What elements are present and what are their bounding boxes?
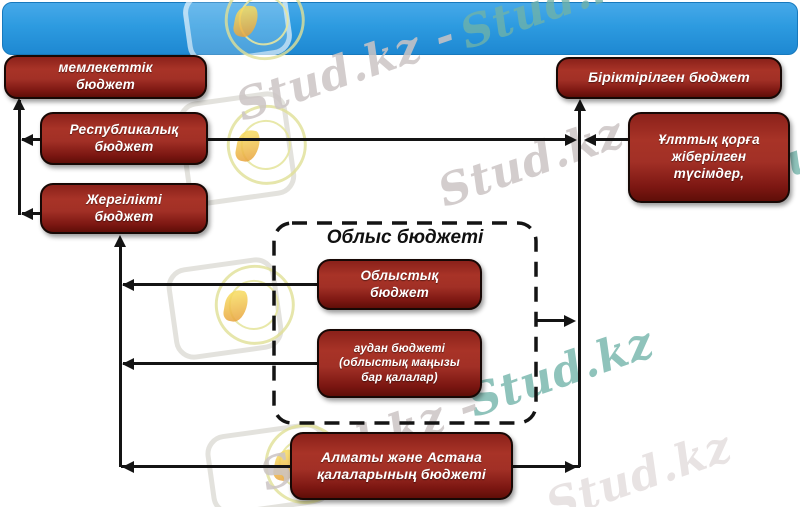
header-bar: [2, 2, 798, 55]
connector-left-vertical: [18, 100, 21, 215]
node-republican-budget: Республикалық бюджет: [40, 112, 208, 165]
arrowhead-up-to-local-budget: [114, 235, 126, 247]
connector-middle-vertical: [119, 245, 122, 467]
studkz-text-watermark: Stud.kz: [461, 316, 661, 428]
arrowhead-right: [565, 461, 577, 473]
node-district-budget: аудан бюджеті (облыстық маңызы бар қалал…: [317, 329, 482, 398]
node-local-budget: Жергілікті бюджет: [40, 183, 208, 234]
connector-group-to-right: [537, 319, 564, 322]
arrowhead-left: [122, 461, 134, 473]
connector-fund-to-right: [596, 138, 628, 141]
node-national-fund-receipts: Ұлттық қорға жіберілген түсімдер,: [628, 112, 790, 203]
arrowhead-left: [21, 208, 33, 220]
node-oblast-budget: Облыстық бюджет: [317, 259, 482, 310]
arrowhead-up-to-state-budget: [13, 98, 25, 110]
connector-oblast-to-middle: [123, 283, 317, 286]
arrowhead-up-to-consolidated-budget: [574, 99, 586, 111]
arrowhead-right: [565, 134, 577, 146]
connector-district-to-middle: [123, 362, 317, 365]
node-almaty-astana-budget: Алматы және Астана қалаларының бюджеті: [290, 432, 513, 500]
node-consolidated-budget: Біріктірілген бюджет: [556, 57, 782, 99]
arrowhead-left: [584, 134, 596, 146]
connector-republican-to-right: [206, 138, 565, 141]
studkz-logo-watermark: [164, 254, 300, 363]
connector-right-vertical: [578, 110, 581, 467]
node-state-budget: мемлекеттік бюджет: [4, 55, 207, 99]
arrowhead-left: [122, 279, 134, 291]
arrowhead-left: [122, 358, 134, 370]
arrowhead-left: [21, 134, 33, 146]
oblast-group-title: Облыс бюджеті: [326, 227, 484, 248]
arrowhead-right: [564, 315, 576, 327]
